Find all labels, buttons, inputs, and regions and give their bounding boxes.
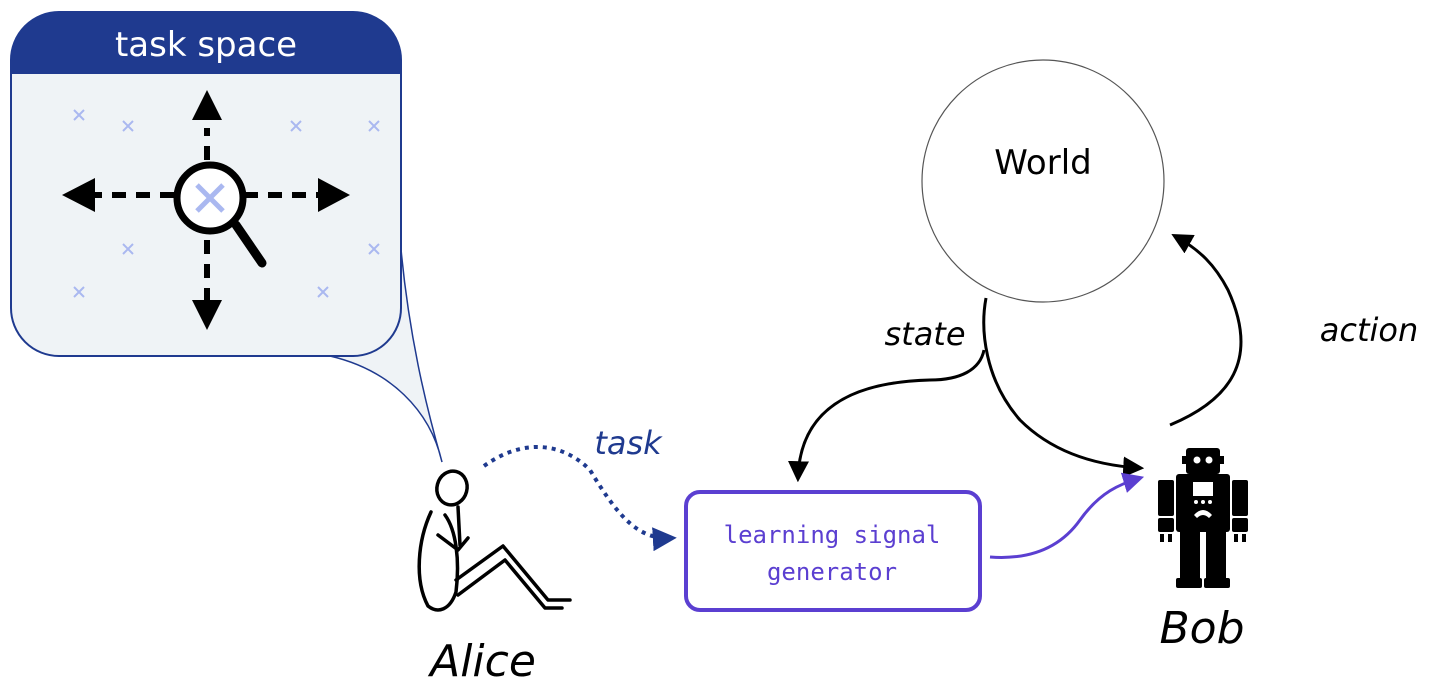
state-arrow-to-bob xyxy=(982,297,1145,478)
task-marker xyxy=(73,286,85,298)
alice-label: Alice xyxy=(427,636,536,687)
arrow-right-icon xyxy=(318,178,350,212)
generator-label-line1: learning signal xyxy=(724,521,941,549)
task-marker xyxy=(122,243,134,255)
task-marker xyxy=(290,120,302,132)
search-arrows xyxy=(90,128,322,300)
alice-figure-icon xyxy=(417,469,572,612)
task-label: task xyxy=(594,424,663,462)
learning-signal-generator: learning signal generator xyxy=(684,490,982,612)
task-space-panel: task space xyxy=(10,11,402,357)
task-arrow xyxy=(482,445,677,552)
task-marker xyxy=(368,120,380,132)
task-marker xyxy=(73,109,85,121)
arrow-left-icon xyxy=(62,178,95,212)
arrow-up-icon xyxy=(192,90,222,120)
magnifier-icon xyxy=(173,161,267,268)
generator-label-line2: generator xyxy=(767,558,897,586)
learning-signal-arrow xyxy=(989,472,1145,559)
task-markers xyxy=(73,109,380,298)
bob-robot-icon xyxy=(1158,448,1248,588)
world-node: World xyxy=(921,59,1165,303)
state-label: state xyxy=(884,315,965,353)
bob-label: Bob xyxy=(1159,603,1244,654)
task-space-title: task space xyxy=(115,25,297,65)
task-marker xyxy=(368,243,380,255)
arrow-down-icon xyxy=(192,300,222,330)
state-arrow-to-generator xyxy=(788,349,986,483)
task-marker xyxy=(317,286,329,298)
action-arrow xyxy=(1169,233,1243,427)
world-label: World xyxy=(994,143,1091,183)
action-label: action xyxy=(1320,311,1419,349)
task-marker xyxy=(122,120,134,132)
